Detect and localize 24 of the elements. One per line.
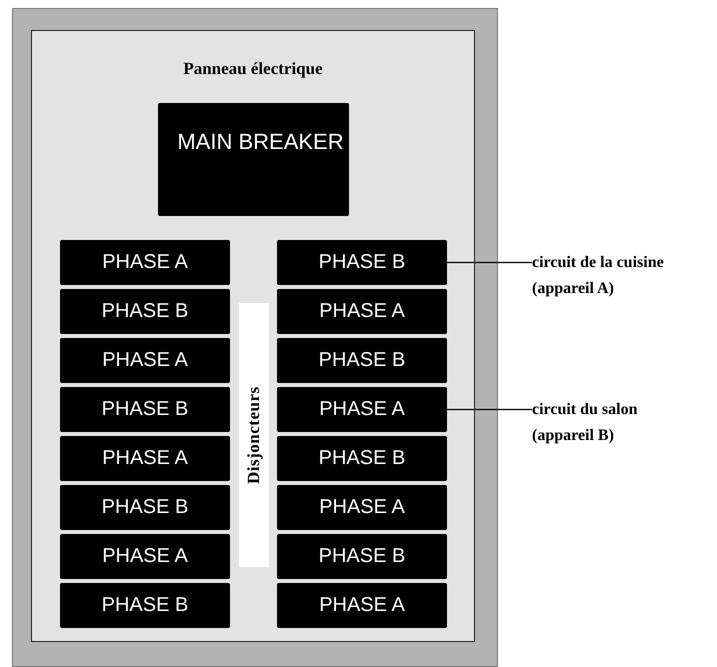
leader-line <box>447 408 532 410</box>
circuit-breaker: PHASE B <box>277 436 447 481</box>
circuit-breaker: PHASE A <box>60 338 230 383</box>
breakers-strip: Disjoncteurs <box>239 303 269 567</box>
circuit-breaker: PHASE B <box>277 534 447 579</box>
circuit-breaker: PHASE A <box>60 534 230 579</box>
circuit-breaker: PHASE A <box>60 240 230 285</box>
circuit-breaker: PHASE B <box>277 240 447 285</box>
circuit-breaker: PHASE A <box>277 289 447 334</box>
circuit-breaker: PHASE A <box>60 436 230 481</box>
circuit-breaker: PHASE A <box>277 583 447 628</box>
circuit-breaker: PHASE B <box>60 485 230 530</box>
circuit-breaker: PHASE A <box>277 485 447 530</box>
circuit-breaker: PHASE B <box>60 583 230 628</box>
circuit-label: circuit du salon (appareil B) <box>532 396 697 452</box>
panel-title: Panneau électrique <box>182 59 324 79</box>
circuit-breaker: PHASE B <box>60 387 230 432</box>
circuit-breaker: PHASE A <box>277 387 447 432</box>
leader-line <box>447 262 532 264</box>
main-breaker: MAIN BREAKER <box>158 103 349 216</box>
electrical-panel <box>31 30 475 642</box>
circuit-breaker: PHASE B <box>277 338 447 383</box>
circuit-breaker: PHASE B <box>60 289 230 334</box>
circuit-label: circuit de la cuisine (appareil A) <box>532 250 697 306</box>
